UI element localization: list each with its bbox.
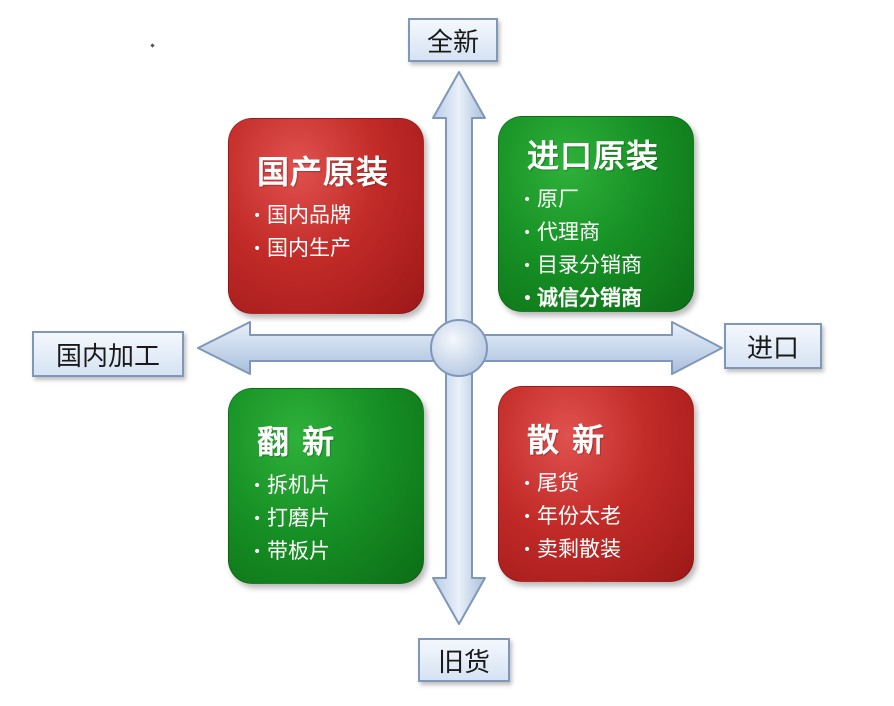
list-item-label: 诚信分销商 <box>537 286 642 310</box>
bullet-icon: • <box>253 241 262 257</box>
list-item-label: 年份太老 <box>537 504 621 528</box>
axis-label-import: 进口 <box>724 323 822 369</box>
list-item: • 目录分销商 <box>523 249 693 282</box>
list-item: • 原厂 <box>523 183 693 216</box>
bullet-icon: • <box>253 208 262 224</box>
list-item: • 年份太老 <box>523 500 693 533</box>
quadrant-list: • 原厂 • 代理商 • 目录分销商 • 诚信分销商 <box>523 183 693 315</box>
list-item-label: 原厂 <box>537 187 579 211</box>
bullet-icon: • <box>523 509 532 525</box>
axis-label-new: 全新 <box>408 18 498 62</box>
quadrant-list: • 国内品牌 • 国内生产 <box>253 199 423 265</box>
quadrant-refurbished: 翻 新 • 拆机片 • 打磨片 • 带板片 <box>228 388 424 584</box>
list-item: • 国内生产 <box>253 232 423 265</box>
list-item: • 带板片 <box>253 535 423 568</box>
axis-label-used: 旧货 <box>418 638 510 682</box>
quadrant-imported-original: 进口原装 • 原厂 • 代理商 • 目录分销商 • 诚信分销商 <box>498 116 694 312</box>
bullet-icon: • <box>253 511 262 527</box>
list-item: • 代理商 <box>523 216 693 249</box>
quadrant-title: 进口原装 <box>527 137 660 175</box>
list-item: • 拆机片 <box>253 469 423 502</box>
list-item-label: 国内生产 <box>267 236 351 260</box>
list-item-label: 拆机片 <box>267 473 330 497</box>
list-item-label: 卖剩散装 <box>537 537 621 561</box>
quadrant-title: 翻 新 <box>257 423 336 461</box>
list-item-label: 代理商 <box>537 220 600 244</box>
bullet-icon: • <box>253 478 262 494</box>
quadrant-list: • 尾货 • 年份太老 • 卖剩散装 <box>523 467 693 566</box>
list-item: • 打磨片 <box>253 502 423 535</box>
list-item: • 国内品牌 <box>253 199 423 232</box>
list-item: • 诚信分销商 <box>523 282 693 315</box>
bullet-icon: • <box>523 258 532 274</box>
list-item-label: 国内品牌 <box>267 203 351 227</box>
quadrant-domestic-original: 国产原装 • 国内品牌 • 国内生产 <box>228 118 424 314</box>
list-item: • 卖剩散装 <box>523 533 693 566</box>
list-item-label: 目录分销商 <box>537 253 642 277</box>
bullet-icon: • <box>523 542 532 558</box>
list-item-label: 尾货 <box>537 471 579 495</box>
bullet-icon: • <box>253 544 262 560</box>
list-item-label: 打磨片 <box>267 506 330 530</box>
bullet-icon: • <box>523 291 532 307</box>
center-circle <box>430 319 488 377</box>
bullet-icon: • <box>523 192 532 208</box>
axis-label-domestic-processing: 国内加工 <box>32 331 184 377</box>
quadrant-loose-new: 散 新 • 尾货 • 年份太老 • 卖剩散装 <box>498 386 694 582</box>
quadrant-list: • 拆机片 • 打磨片 • 带板片 <box>253 469 423 568</box>
quadrant-title: 散 新 <box>527 421 606 459</box>
bullet-icon: • <box>523 476 532 492</box>
list-item: • 尾货 <box>523 467 693 500</box>
quadrant-title: 国产原装 <box>257 153 390 191</box>
list-item-label: 带板片 <box>267 539 330 563</box>
bullet-icon: • <box>523 225 532 241</box>
